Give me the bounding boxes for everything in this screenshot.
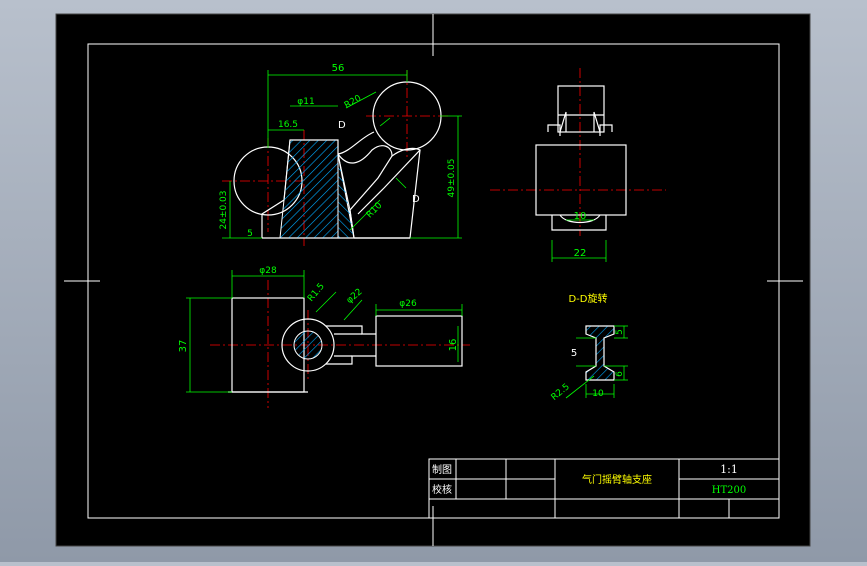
border-center-marks xyxy=(64,14,803,546)
material: HT200 xyxy=(712,485,746,496)
dim-side-10: 10 xyxy=(574,211,587,222)
dim-dd-5b: 5 xyxy=(571,348,577,359)
dim-dd-6: 6 xyxy=(615,371,625,377)
dim-d28: φ28 xyxy=(259,266,277,276)
dim-49: 49±0.05 xyxy=(447,158,457,197)
section-title: D-D旋转 xyxy=(568,292,607,305)
dim-d26: φ26 xyxy=(399,299,417,309)
dim-24: 24±0.03 xyxy=(219,190,229,229)
dim-5: 5 xyxy=(247,229,253,239)
dim-16-5: 16.5 xyxy=(278,120,298,130)
dim-56: 56 xyxy=(332,63,345,74)
dim-dd-5a: 5 xyxy=(615,329,625,335)
dim-bore-dia: φ11 xyxy=(297,97,314,107)
scale: 1:1 xyxy=(720,463,738,476)
front-view: 56 φ11 R20 16.5 24±0.03 49±0.05 5 R10 D … xyxy=(219,63,462,246)
dim-37: 37 xyxy=(178,340,189,353)
dim-dd-10: 10 xyxy=(592,389,604,399)
dim-side-22: 22 xyxy=(574,248,587,259)
dim-top-16: 16 xyxy=(448,339,459,352)
title-row1-label: 制图 xyxy=(432,463,452,476)
title-block: 制图 校核 气门摇臂轴支座 1:1 HT200 xyxy=(428,458,780,519)
title-row2-label: 校核 xyxy=(432,483,452,496)
part-name: 气门摇臂轴支座 xyxy=(582,473,652,486)
section-mark-d-top: D xyxy=(338,120,346,131)
drawing-sheet xyxy=(55,13,811,547)
section-mark-d-right: D xyxy=(412,194,420,205)
side-view: 10 22 xyxy=(490,68,666,262)
